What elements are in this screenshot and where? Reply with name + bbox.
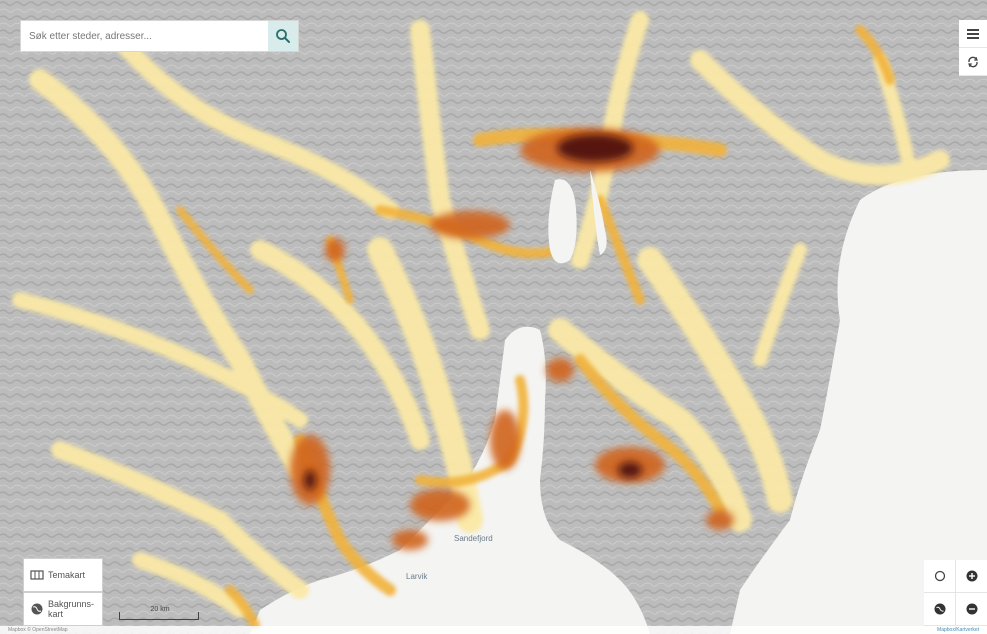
search-button[interactable] xyxy=(268,21,298,51)
right-controls xyxy=(959,20,987,76)
density-max xyxy=(304,134,642,490)
bakgrunnskart-button[interactable]: Bakgrunns- kart xyxy=(23,592,103,626)
attribution-bar: Mapbox © OpenStreetMap Mapbox/Kartverket xyxy=(0,626,987,634)
search-icon xyxy=(276,29,290,43)
zoom-in-button[interactable] xyxy=(956,560,987,592)
search-box xyxy=(20,20,299,52)
attribution-right[interactable]: Mapbox/Kartverket xyxy=(937,627,979,633)
location-ring-icon xyxy=(934,570,945,582)
attribution-left: Mapbox © OpenStreetMap xyxy=(8,627,68,633)
search-input[interactable] xyxy=(21,21,268,51)
bakgrunnskart-label-line1: Bakgrunns- xyxy=(48,599,95,609)
bakgrunnskart-label-line2: kart xyxy=(48,609,64,619)
refresh-icon xyxy=(968,56,978,67)
zoom-out-button[interactable] xyxy=(956,593,987,625)
map-layers-icon xyxy=(30,570,44,580)
tema-kart-label: Temakart xyxy=(48,570,86,580)
scale-label: 20 km xyxy=(150,606,170,613)
place-label-sandefjord: Sandefjord xyxy=(454,534,493,543)
menu-button[interactable] xyxy=(959,20,987,48)
zoom-in-icon xyxy=(966,570,977,582)
globe-view-button[interactable] xyxy=(924,593,955,625)
globe-icon xyxy=(31,603,43,615)
zoom-out-icon xyxy=(966,603,977,615)
locate-button[interactable] xyxy=(924,560,955,592)
menu-icon xyxy=(967,28,979,39)
fjord-2 xyxy=(590,170,607,255)
place-label-larvik: Larvik xyxy=(406,572,428,581)
refresh-button[interactable] xyxy=(959,48,987,76)
fjord xyxy=(548,179,577,264)
map-controls xyxy=(924,560,987,626)
scale-bar-line xyxy=(119,612,199,620)
tema-kart-button[interactable]: Temakart xyxy=(23,558,103,592)
bakgrunnskart-label: Bakgrunns- kart xyxy=(48,599,94,619)
globe-icon xyxy=(934,603,945,615)
scale-bar: 20 km xyxy=(119,606,201,620)
